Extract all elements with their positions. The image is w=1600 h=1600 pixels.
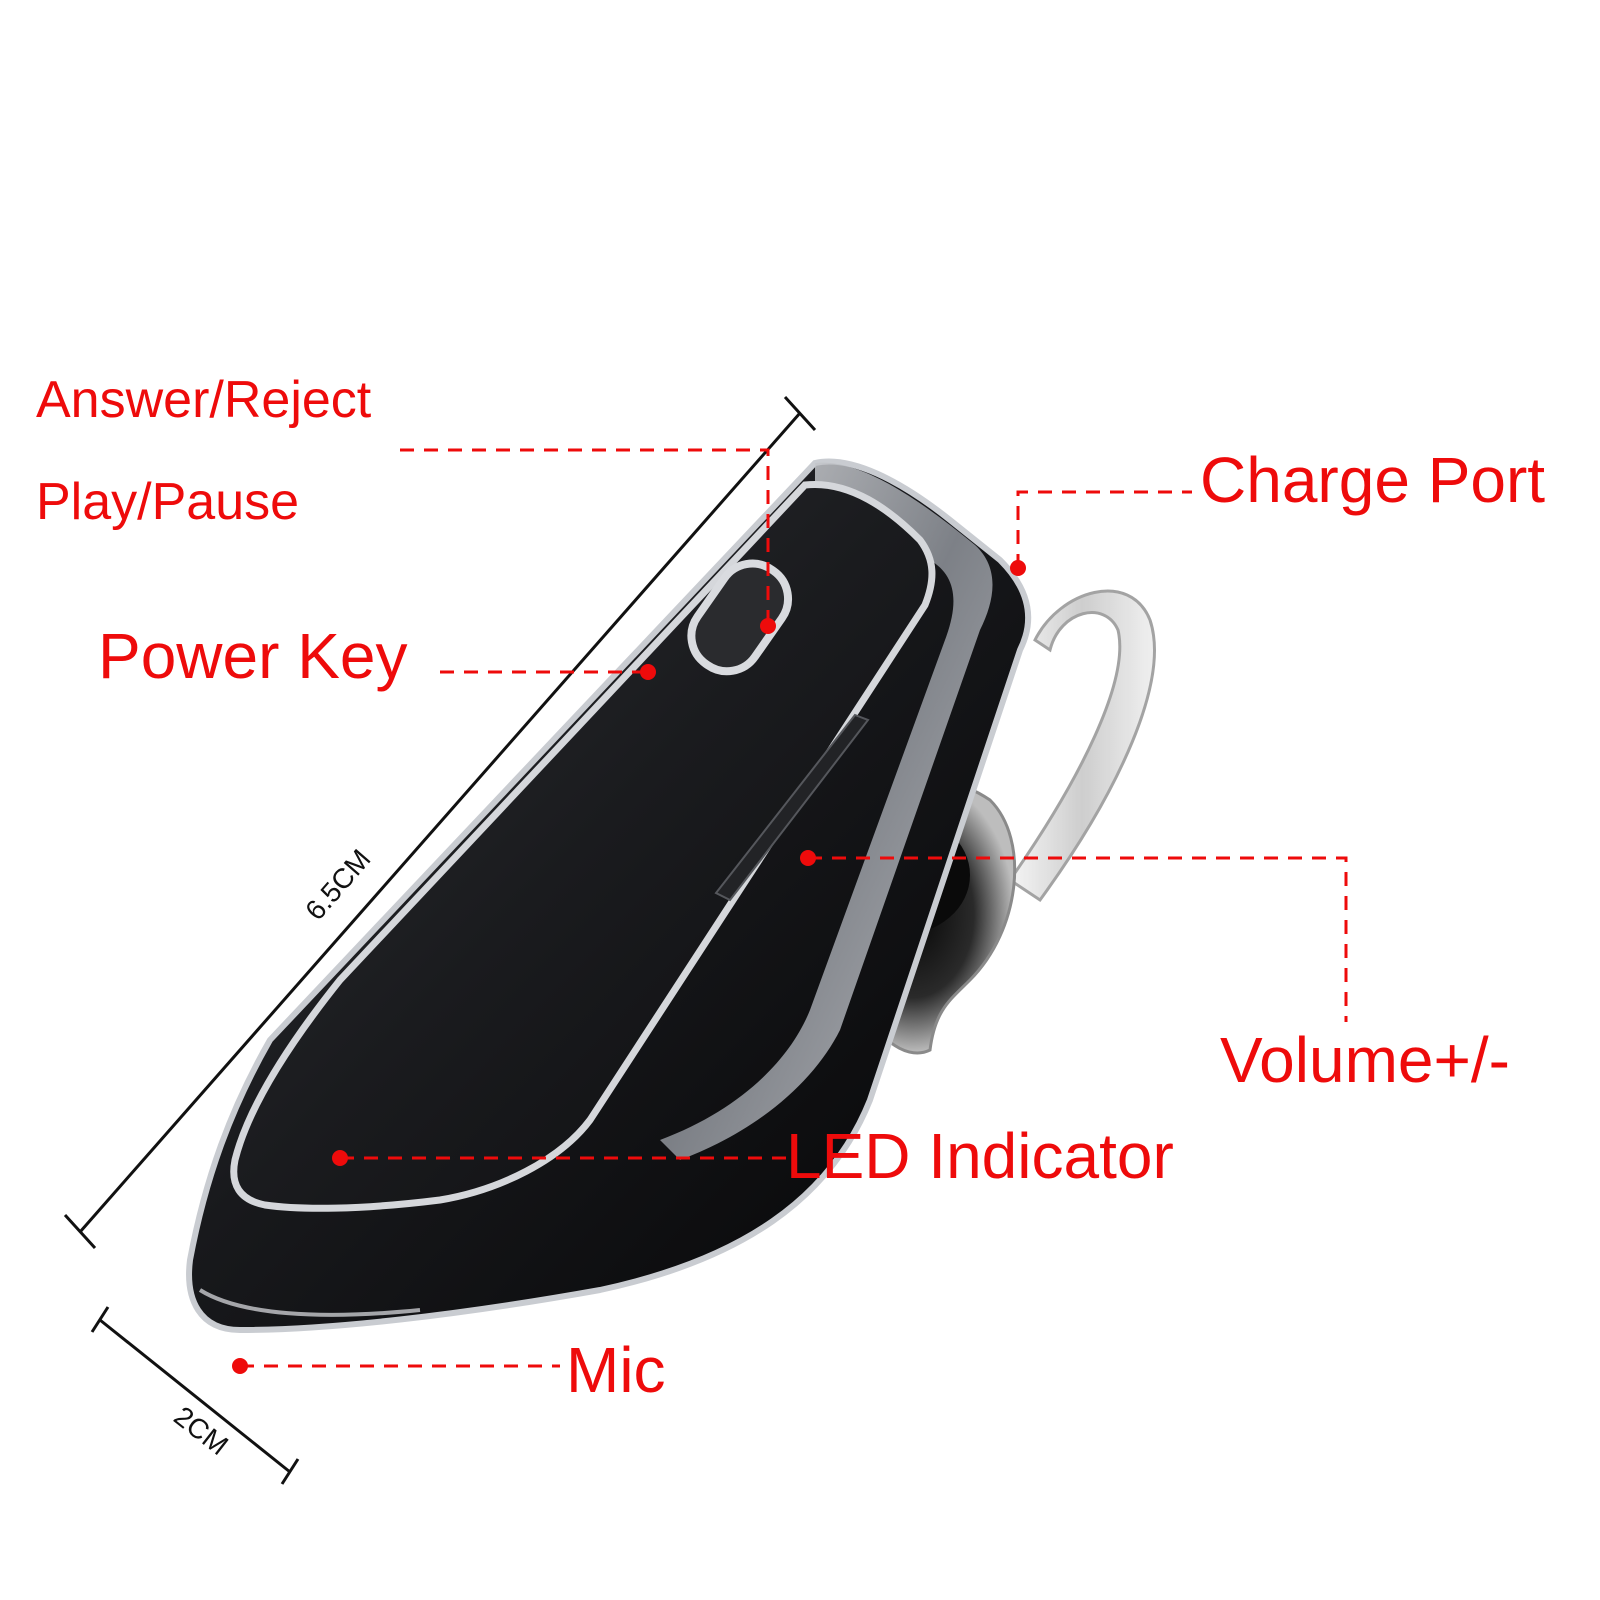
ear-hook (1007, 589, 1156, 903)
dimension-length-label: 6.5CM (299, 843, 377, 926)
led-indicator-label: LED Indicator (786, 1120, 1174, 1192)
leader-answer-reject (400, 448, 770, 626)
answer-reject-label: Answer/Reject (36, 371, 372, 429)
dimension-width-label: 2CM (168, 1400, 234, 1461)
play-pause-label: Play/Pause (36, 473, 300, 531)
dimension-width: 2CM (90, 1306, 300, 1485)
mic-label: Mic (566, 1334, 666, 1406)
dot-volume (800, 850, 816, 866)
dot-led (332, 1150, 348, 1166)
answer-reject-button (687, 559, 793, 676)
dot-answer-reject (760, 618, 776, 634)
dot-charge-port (1010, 560, 1026, 576)
volume-rocker (714, 713, 870, 902)
leader-charge-port (1016, 490, 1192, 568)
charge-port-label: Charge Port (1200, 444, 1546, 516)
callout-dots (232, 560, 1026, 1374)
earpiece-body (186, 458, 1032, 1334)
power-key-label: Power Key (98, 620, 408, 692)
leader-lines (240, 448, 1348, 1368)
dot-power-key (640, 664, 656, 680)
dot-mic (232, 1358, 248, 1374)
volume-label: Volume+/- (1220, 1024, 1510, 1096)
leader-volume (808, 856, 1348, 1022)
